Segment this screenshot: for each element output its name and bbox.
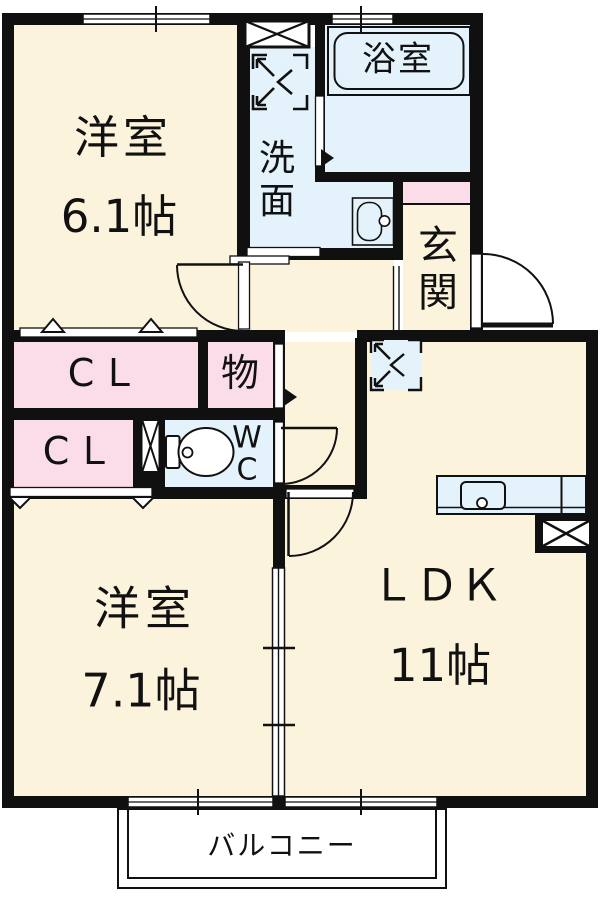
wall-closet1-storage — [198, 342, 208, 408]
room-ldk-main — [367, 342, 586, 796]
closet1-label: CＬ — [67, 351, 145, 396]
wall-bedroom2-ldk-divider — [273, 499, 285, 570]
pipe-space-x-icon-kitchen — [535, 514, 597, 553]
room-ldk-left — [285, 499, 367, 796]
room-washroom-vertical — [250, 47, 315, 250]
bedroom1-door — [176, 261, 251, 332]
door-swing-arc — [288, 491, 354, 557]
window-bathroom-top — [331, 6, 394, 32]
door-direction-triangle — [321, 149, 334, 167]
entrance-threshold — [392, 266, 400, 330]
balcony-outline — [117, 808, 447, 889]
window-bedroom2-bottom — [127, 789, 274, 815]
ldk-door — [285, 488, 355, 557]
ldk-size: 11帖 — [388, 639, 492, 693]
laundry-space-icon — [251, 53, 309, 111]
bedroom1-label: 洋室 — [73, 111, 173, 165]
wall-closet-row-mid — [2, 408, 285, 420]
toilet-icon — [165, 427, 235, 477]
pipe-space-x-icon-top — [243, 19, 311, 49]
bedroom1-size: 6.1帖 — [60, 190, 178, 244]
wall-hall-column-right — [355, 338, 367, 487]
wall-basin-right — [393, 178, 403, 255]
folding-door-closet1 — [19, 317, 198, 338]
room-closet-1 — [14, 342, 198, 408]
storage-door — [273, 343, 297, 409]
bedroom2-size: 7.1帖 — [81, 663, 201, 718]
bathroom-door — [314, 95, 334, 167]
entrance-label: 玄関 — [418, 222, 458, 316]
ldk-label: ＬＤＫ — [371, 560, 503, 612]
pipe-space-x-icon-wc — [141, 420, 160, 472]
room-storage — [208, 342, 273, 408]
room-closet-2 — [14, 420, 133, 487]
wc-label: WC — [232, 420, 262, 488]
closet2-label: CＬ — [42, 429, 120, 474]
balcony-label: バルコニー — [207, 828, 357, 862]
door-direction-triangle — [284, 388, 297, 406]
sliding-door-bedroom2-ldk — [263, 567, 295, 797]
kitchen-counter-icon — [436, 475, 587, 515]
bathroom-label: 浴室 — [362, 39, 434, 80]
washroom-sliding-door — [229, 246, 321, 265]
bedroom2-label: 洋室 — [94, 581, 196, 636]
storage-label: 物 — [220, 351, 260, 396]
kitchen-sink-icon — [460, 481, 506, 510]
door-swing-arc — [482, 253, 554, 325]
wall-bath-bottom — [315, 172, 483, 182]
room-bathroom — [325, 25, 470, 172]
hallway-strip — [250, 258, 394, 332]
room-bedroom-2 — [14, 499, 273, 796]
hallway-column — [285, 342, 355, 487]
door-swing-arc — [280, 427, 338, 485]
fridge-space-icon — [369, 338, 423, 392]
washbasin-icon — [351, 197, 395, 246]
wc-door — [273, 421, 338, 485]
washroom-label: 洗面 — [258, 137, 295, 222]
window-ldk-bottom — [284, 789, 438, 815]
folding-door-closet2 — [6, 486, 157, 510]
balcony-inner-line — [127, 808, 437, 879]
window-bedroom1-top — [82, 6, 211, 32]
bathtub-icon — [327, 26, 471, 96]
room-bedroom-1 — [14, 25, 237, 330]
door-swing-arc — [176, 264, 244, 332]
wall-right-lower — [586, 330, 598, 808]
entrance-door — [470, 253, 554, 329]
room-entrance — [403, 182, 470, 330]
wall-bedroom1-right — [237, 13, 250, 262]
entrance-hall-strip — [403, 182, 470, 205]
